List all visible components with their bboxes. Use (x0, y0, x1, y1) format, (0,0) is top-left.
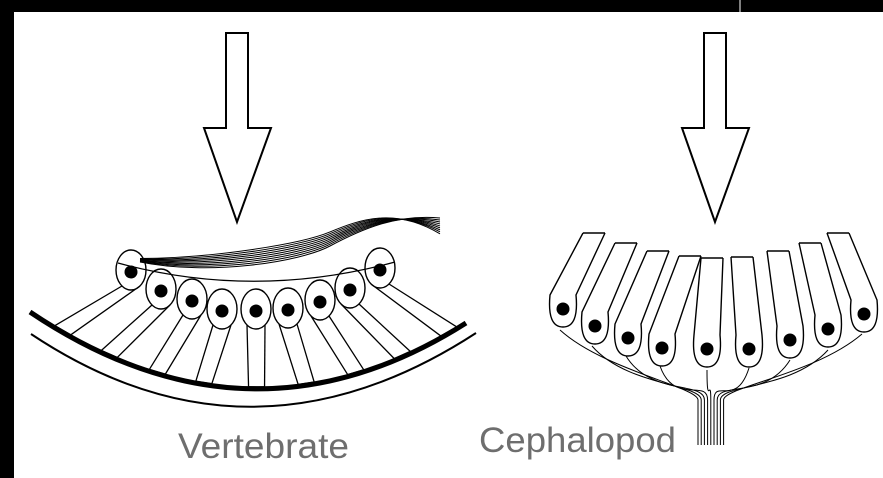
cell-nucleus (622, 332, 635, 345)
cell-nucleus (858, 308, 871, 321)
cell-nucleus (282, 304, 295, 317)
cell-nucleus (557, 303, 570, 316)
cell-nucleus (822, 323, 835, 336)
cell-nucleus (250, 305, 263, 318)
cell-nucleus (186, 295, 199, 308)
cell-nucleus (344, 284, 357, 297)
cell-nucleus (216, 305, 229, 318)
cell-nucleus (589, 320, 602, 333)
cell-nucleus (743, 343, 756, 356)
cell-nucleus (656, 342, 669, 355)
vertebrate-label: Vertebrate (178, 427, 349, 466)
white-panel (14, 12, 883, 478)
cell-nucleus (701, 343, 714, 356)
cell-nucleus (155, 285, 168, 298)
cephalopod-label: Cephalopod (479, 421, 676, 460)
cell-nucleus (314, 296, 327, 309)
cell-nucleus (784, 334, 797, 347)
